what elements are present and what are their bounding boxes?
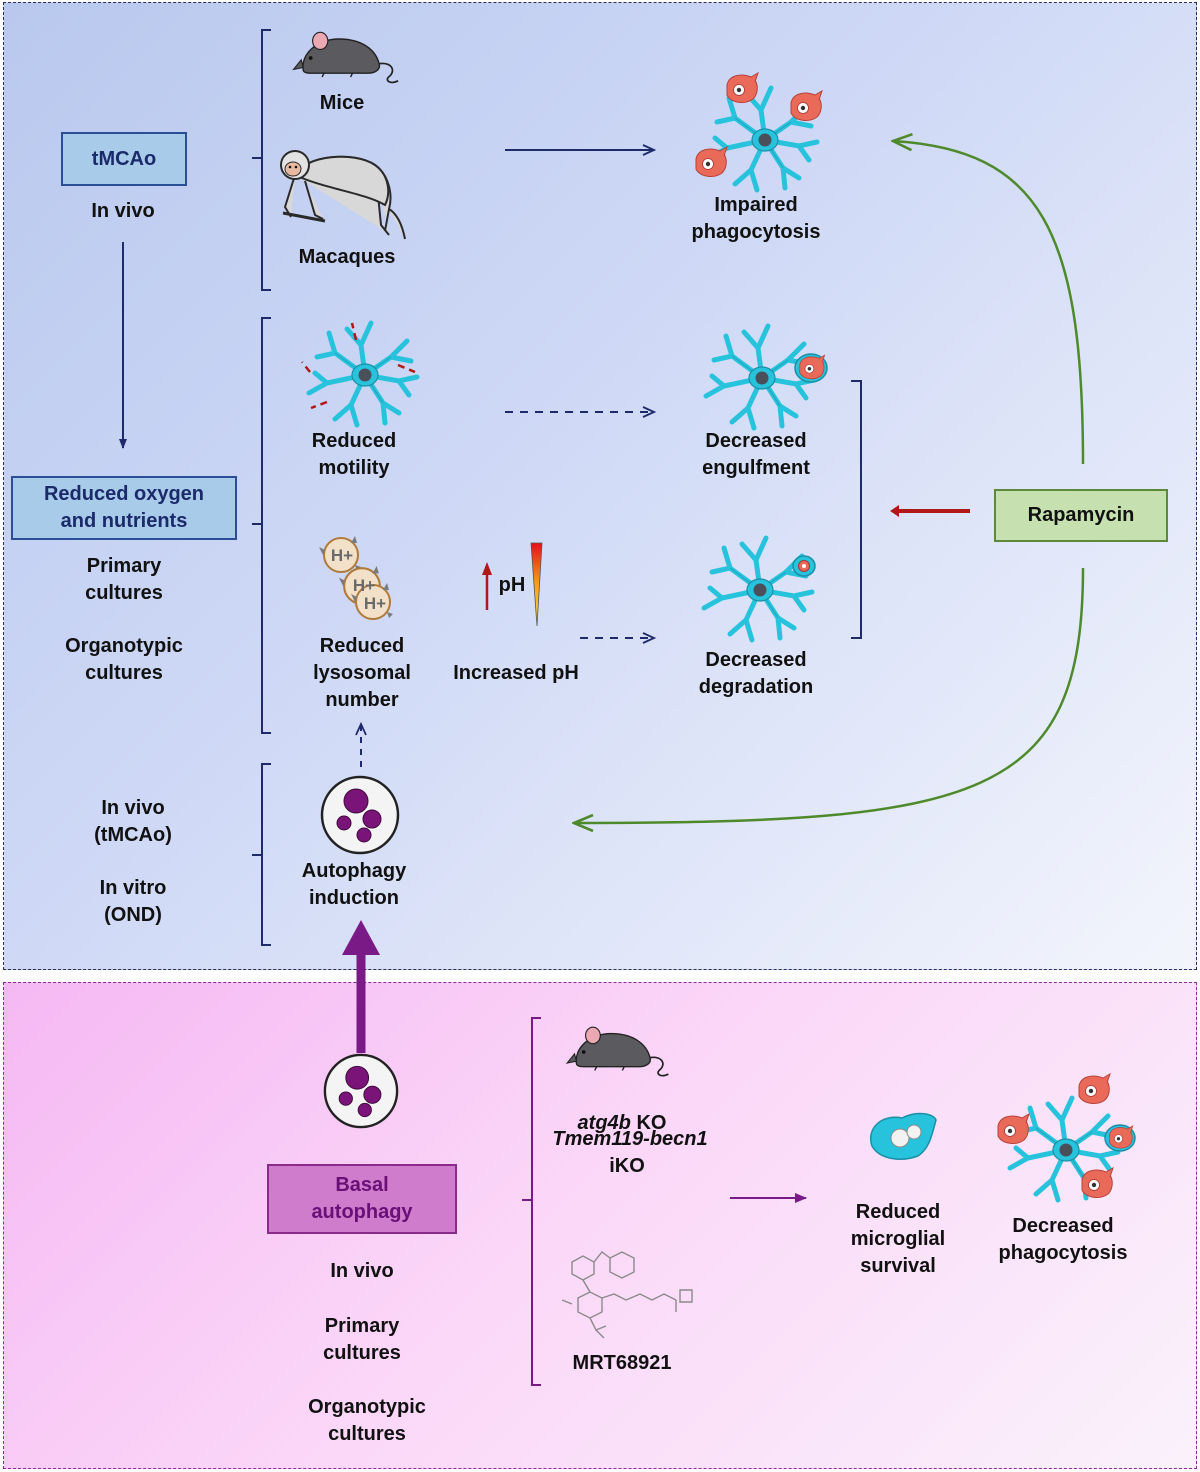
apoptotic-cell-icon: [726, 72, 759, 103]
decreased-degradation-label: Decreased degradation: [698, 649, 814, 698]
decreased-engulfment-label: Decreased engulfment: [702, 430, 810, 479]
molecule-icon: [561, 1251, 693, 1339]
autophagosome-icon: [323, 1053, 399, 1129]
primary-cultures-label: Primary cultures: [85, 555, 163, 604]
primary-cultures-bottom-label: Primary cultures: [323, 1315, 401, 1364]
reduced-motility-label: Reduced motility: [311, 430, 397, 479]
organotypic-cultures-bottom-label: Organotypic cultures: [308, 1396, 426, 1445]
mouse-icon: [292, 31, 399, 84]
autophagosome-icon: [320, 775, 400, 855]
motility-arrows: [301, 322, 416, 410]
phagosome-icon: [792, 555, 816, 577]
rapamycin-box: Rapamycin: [994, 489, 1168, 542]
ikO-label: iKO: [609, 1155, 645, 1177]
atg4b-ko-label: atg4b KO: [578, 1083, 667, 1137]
macaque-icon: [280, 150, 406, 240]
tmem119-becn1-label: Tmem119-becn1: [552, 1128, 708, 1150]
basal-autophagy-box: Basal autophagy: [267, 1164, 457, 1234]
atg4b-suffix: KO: [630, 1112, 667, 1134]
mouse-icon: [566, 1026, 670, 1077]
apoptotic-cell-icon: [997, 1113, 1030, 1144]
brackets-top: [252, 29, 862, 946]
atg4b-gene: atg4b: [577, 1112, 631, 1134]
autophagy-induction-label: Autophagy induction: [301, 860, 407, 909]
apoptotic-cell-icon: [1078, 1073, 1111, 1104]
in-vitro-ond-label: In vitro (OND): [99, 877, 167, 926]
reduced-survival-label: Reduced microglial survival: [850, 1201, 946, 1277]
organotypic-cultures-label: Organotypic cultures: [65, 635, 183, 684]
ph-gradient-icon: [530, 542, 543, 627]
phagocytosed-cell-icon: [1104, 1124, 1136, 1152]
decreased-phagocytosis-label: Decreased phagocytosis: [998, 1215, 1128, 1264]
in-vivo-tmcao-label: In vivo (tMCAo): [94, 797, 172, 846]
ph-symbol-label: pH: [498, 574, 526, 596]
ph-up-arrowhead: [482, 562, 492, 575]
apoptotic-cell-icon: [790, 90, 823, 121]
dying-microglia-icon: [869, 1112, 937, 1160]
impaired-phagocytosis-label: Impaired phagocytosis: [691, 194, 821, 243]
rapamycin-to-impaired-arrow: [893, 141, 1085, 465]
macaques-label: Macaques: [298, 246, 396, 268]
tmcao-box: tMCAo: [61, 132, 187, 186]
apoptotic-cell-icon: [1081, 1167, 1114, 1198]
increased-ph-label: Increased pH: [453, 662, 579, 684]
hplus-label: H+: [353, 576, 375, 595]
microglia-icon: [309, 323, 417, 425]
rapamycin-to-autophagy-arrow: [574, 567, 1085, 823]
reduced-oxygen-box: Reduced oxygen and nutrients: [11, 476, 237, 540]
basal-to-autophagy-arrowhead: [342, 920, 380, 955]
microglia-icon: [704, 538, 812, 640]
phagocytosed-cell-icon: [794, 353, 828, 383]
in-vivo-bottom-label: In vivo: [330, 1260, 394, 1282]
hplus-label: H+: [331, 546, 353, 565]
mice-label: Mice: [319, 92, 365, 114]
reduced-lysosomal-label: Reduced lysosomal number: [313, 635, 411, 711]
in-vivo-label: In vivo: [91, 200, 155, 222]
mrt68921-label: MRT68921: [572, 1352, 672, 1374]
hplus-label: H+: [364, 594, 386, 613]
inhibition-head: [890, 505, 899, 517]
bracket-bottom: [522, 1017, 541, 1386]
apoptotic-cell-icon: [695, 146, 728, 177]
